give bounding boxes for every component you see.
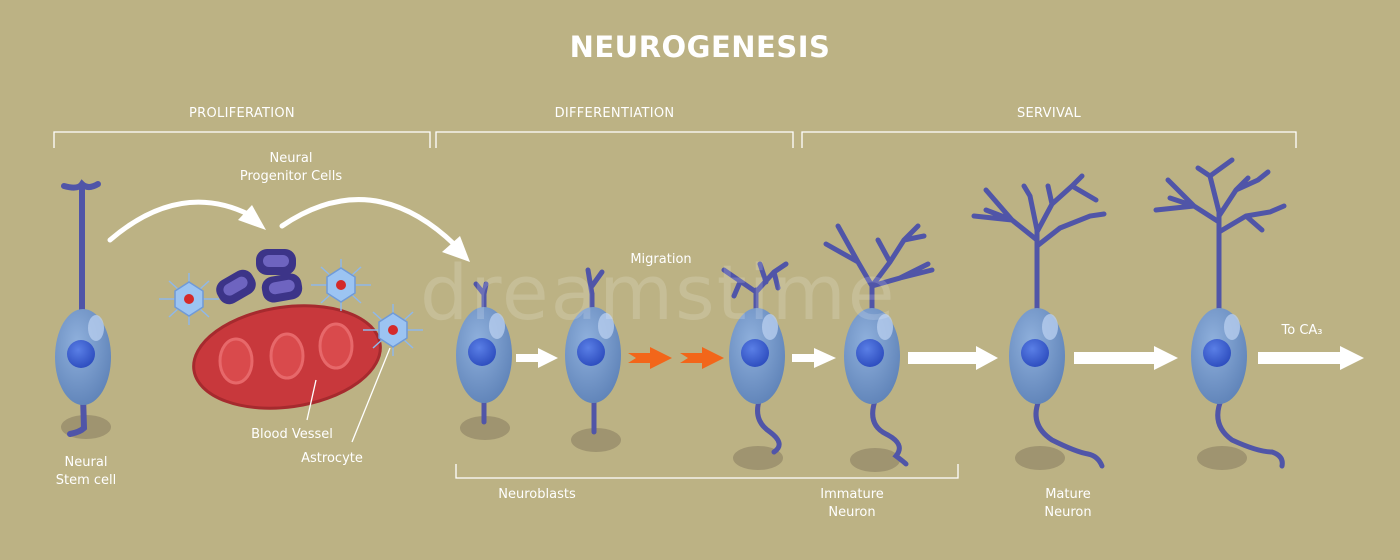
survival-bracket: [801, 131, 1297, 148]
astrocyte-pointer: [351, 347, 391, 443]
proliferation-bracket: [53, 131, 431, 148]
flow-arrow-4: [1074, 346, 1178, 370]
immature-neuron-cell: [823, 223, 935, 472]
neuroblast-bracket: [455, 464, 959, 479]
astrocyte-label: Astrocyte: [301, 451, 363, 466]
stage-differentiation: DIFFERENTIATION: [554, 106, 675, 121]
to-ca3-label: To CA₃: [1281, 323, 1323, 338]
neural-progenitor-cells: [216, 249, 303, 305]
mature-neuron-label: Mature Neuron: [1044, 487, 1092, 520]
curved-arrow-to-neuroblast: [279, 197, 470, 262]
stage-proliferation: PROLIFERATION: [189, 106, 295, 121]
astrocyte-cells: [159, 259, 423, 356]
stage-survival: SERVIVAL: [1016, 106, 1082, 121]
blood-vessel: [192, 304, 382, 410]
neuroblast-cell-2: [565, 267, 621, 452]
immature-neuron-label: Immature Neuron: [820, 487, 884, 520]
neuroblasts-label: Neuroblasts: [498, 487, 576, 502]
flow-arrow-to-ca3: [1258, 346, 1364, 370]
flow-arrow-1: [516, 348, 558, 368]
neuroblast-cell-1: [456, 281, 512, 440]
mature-neuron-cell-2: [1153, 157, 1287, 470]
watermark: dreamstime: [420, 248, 897, 337]
blood-vessel-pointer: [306, 379, 317, 421]
neuroblast-cell-3: [721, 261, 789, 470]
blood-vessel-label: Blood Vessel: [251, 427, 333, 442]
neural-progenitor-label: Neural Progenitor Cells: [239, 151, 343, 184]
page-title: NEUROGENESIS: [569, 30, 831, 64]
differentiation-bracket: [435, 131, 794, 148]
mature-neuron-cell-1: [971, 173, 1107, 470]
neural-stem-cell-label: Neural Stem cell: [55, 455, 117, 488]
flow-arrow-2: [792, 348, 836, 368]
migration-arrow-2: [680, 347, 724, 369]
curved-arrow-to-progenitors: [107, 199, 266, 243]
neural-stem-cell: [55, 179, 111, 439]
migration-arrow-1: [628, 347, 672, 369]
migration-label: Migration: [630, 252, 692, 267]
flow-arrow-3: [908, 346, 998, 370]
